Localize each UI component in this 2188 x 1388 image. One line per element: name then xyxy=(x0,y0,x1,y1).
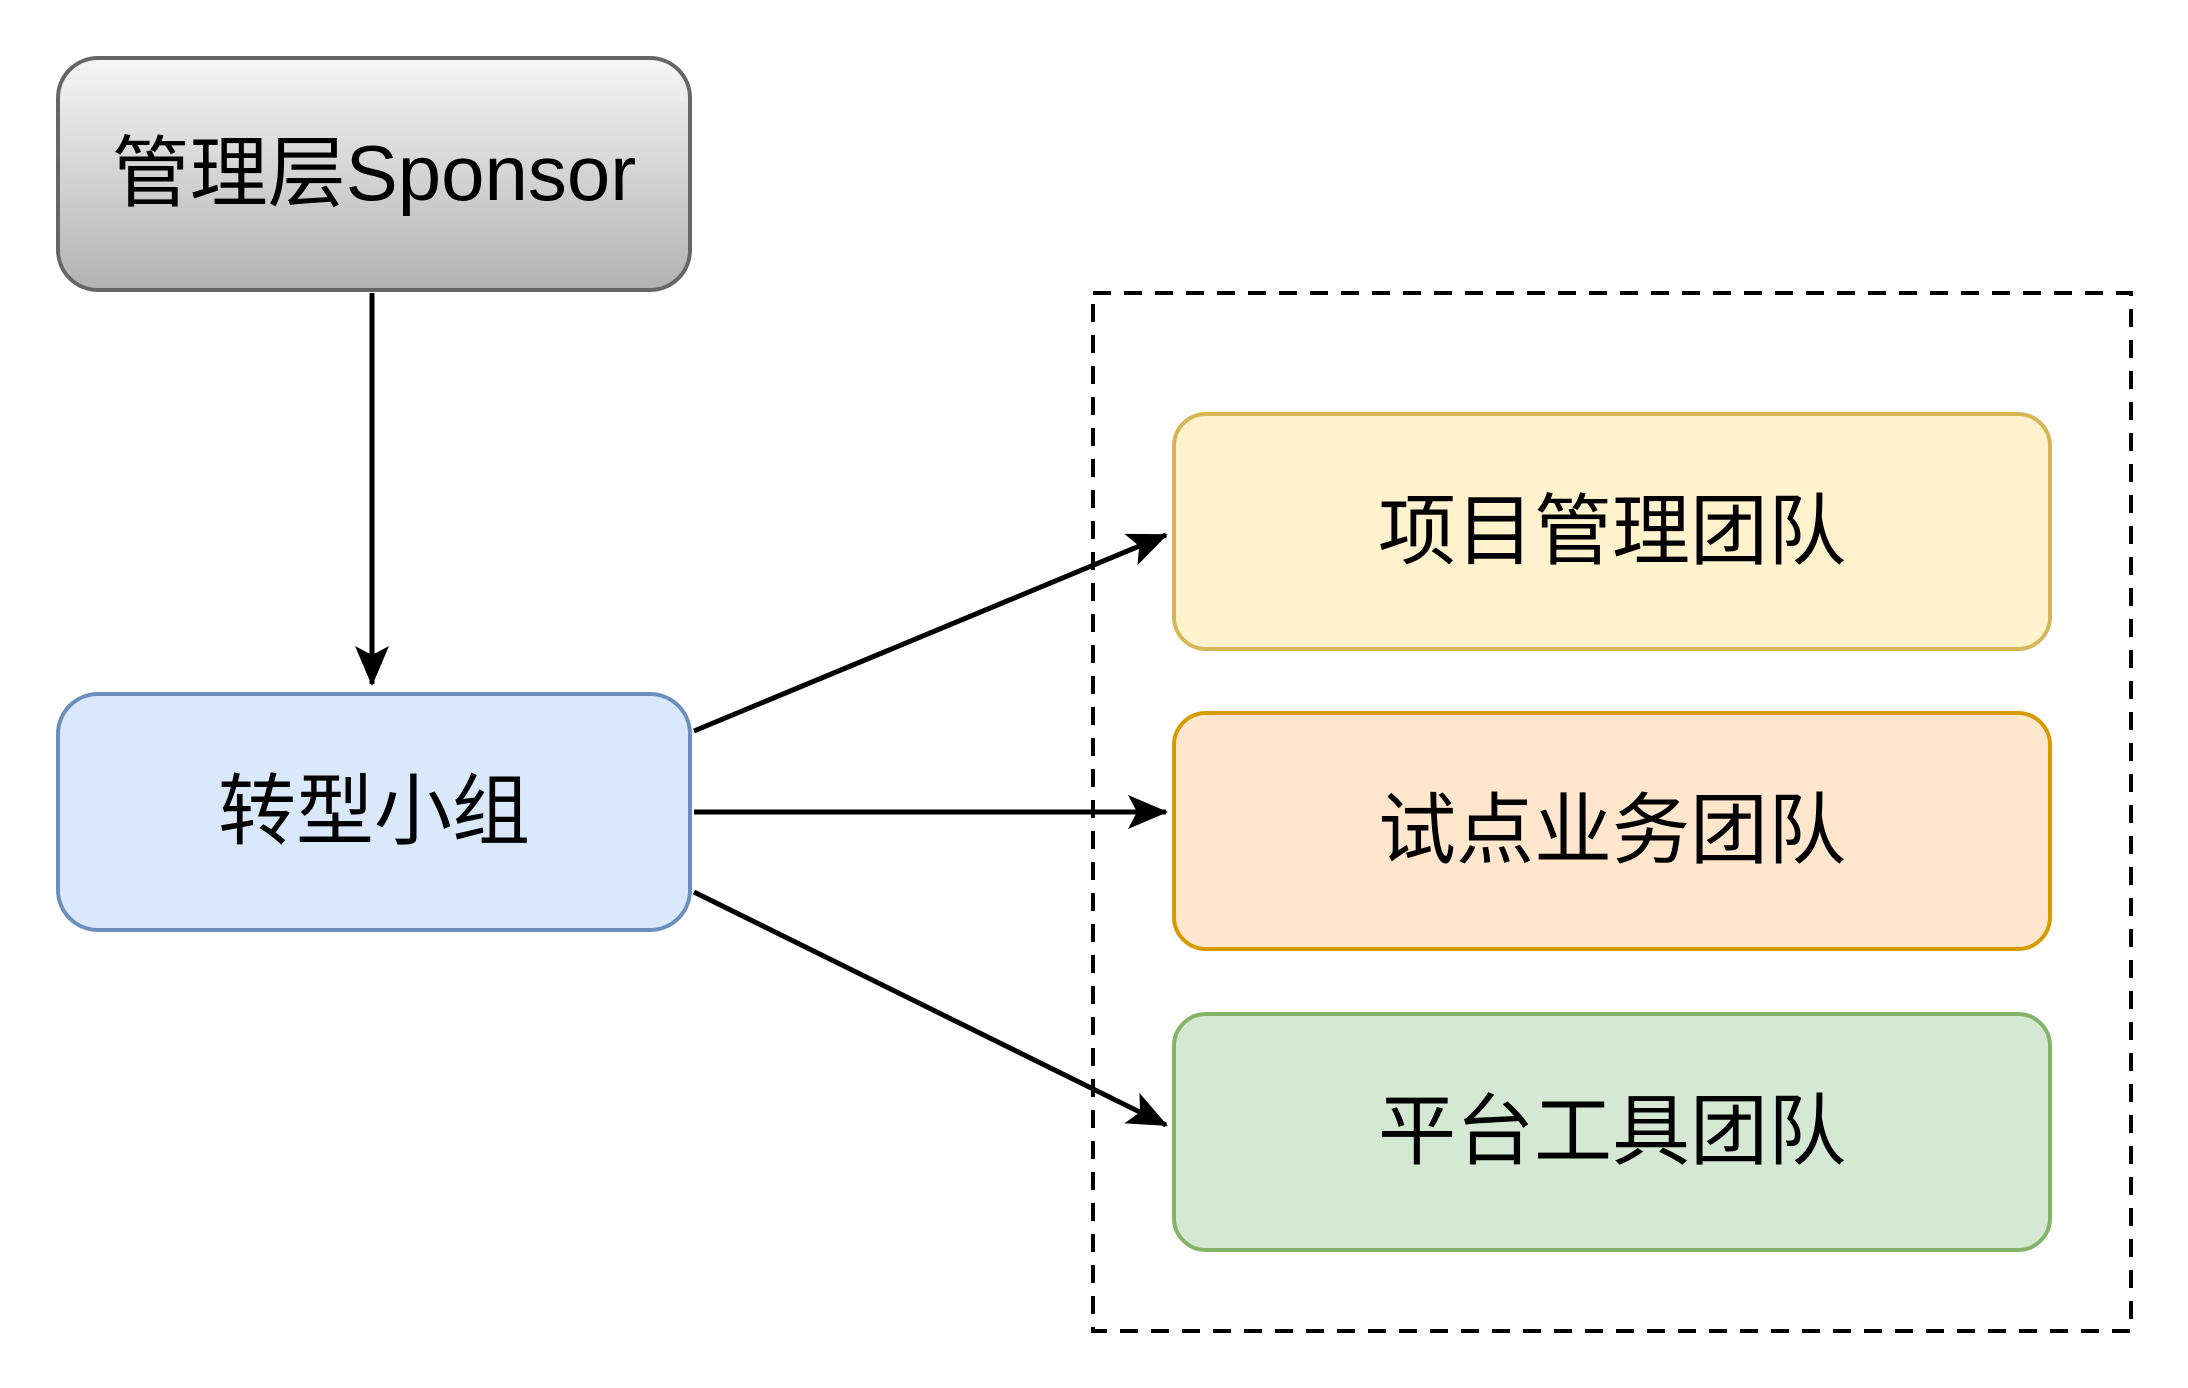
node-pilot-business-team-label: 试点业务团队 xyxy=(1377,786,1846,875)
node-project-management-team: 项目管理团队 xyxy=(1172,412,2052,651)
edge-transform-group-to-project-team xyxy=(693,532,1168,734)
node-platform-tools-team-label: 平台工具团队 xyxy=(1377,1087,1846,1176)
node-platform-tools-team: 平台工具团队 xyxy=(1172,1012,2052,1252)
edge-transform-group-to-platform-team xyxy=(692,889,1168,1128)
node-pilot-business-team: 试点业务团队 xyxy=(1172,711,2052,951)
node-transform-group: 转型小组 xyxy=(56,692,692,932)
node-management-sponsor: 管理层Sponsor xyxy=(56,56,692,292)
node-project-management-team-label: 项目管理团队 xyxy=(1377,486,1846,575)
node-transform-group-label: 转型小组 xyxy=(217,767,530,856)
node-management-sponsor-label: 管理层Sponsor xyxy=(111,129,637,218)
